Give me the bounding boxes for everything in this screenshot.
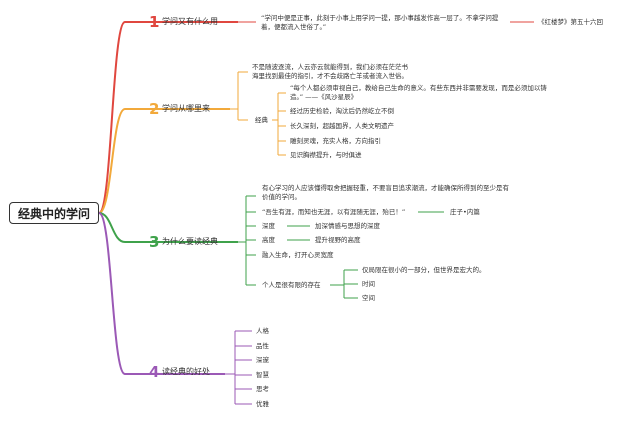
depth-label: 深度 xyxy=(262,222,275,230)
connector-branch-4 xyxy=(98,212,225,375)
benefit-item: 智慧 xyxy=(256,371,269,379)
limited-item: 空间 xyxy=(362,294,375,302)
height-detail: 提升视野的高度 xyxy=(315,236,361,244)
connector-b4-items xyxy=(225,330,252,405)
connector-branch-2 xyxy=(98,108,230,214)
branch-2-classics-label: 经典 xyxy=(255,116,268,124)
classics-item: 经过历史检验，淘汰后仍然屹立不倒 xyxy=(290,107,394,115)
branch-1-title[interactable]: 学问又有什么用 xyxy=(162,17,218,26)
classics-item-quote: “每个人都必须审视自己，教给自己生命的意义。有些东西并非需要发现，而是必须加以铸… xyxy=(290,84,547,101)
branch-4-title[interactable]: 读经典的好处 xyxy=(162,367,210,376)
branch-2-number: 2 xyxy=(149,100,160,118)
depth-detail: 加深情感与思想的深度 xyxy=(315,222,380,230)
connector-b3-limited xyxy=(330,269,358,299)
branch-4-number: 4 xyxy=(149,363,160,381)
connector-b3-fork xyxy=(238,195,256,286)
limited-label: 个人是很有限的存在 xyxy=(262,281,321,289)
branch-2-intro: 不是随波逐流，人云亦云就能得到，我们必须在茫茫书海里找到最佳的指引，才不会歧路亡… xyxy=(252,63,408,80)
classics-item: 见识胸襟提升，与时俱进 xyxy=(290,151,362,159)
zhuangzi-source: 庄子•内篇 xyxy=(450,208,480,216)
branch-3-intro: 有心学习的人应该懂得取舍把握轻重，不要盲目追求潮流，才能确保所得到的至少是有价值… xyxy=(262,184,509,201)
integrate-text: 融入生命，打开心灵宽度 xyxy=(262,251,334,259)
branch-1-source: 《红楼梦》第五十六回 xyxy=(538,18,603,26)
benefit-item: 优雅 xyxy=(256,400,269,408)
branch-1-quote: “学问中便是正事，此刻于小事上用学问一提，那小事越发作高一层了。不拿学问提着，便… xyxy=(261,14,499,31)
limited-item: 时间 xyxy=(362,280,375,288)
limited-item: 仅局限在很小的一部分，但世界是宏大的。 xyxy=(362,266,486,274)
classics-item: 长久深刻，超越国界，人类文明遗产 xyxy=(290,122,394,130)
root-node[interactable]: 经典中的学问 xyxy=(9,202,99,224)
branch-1-number: 1 xyxy=(149,13,160,31)
height-label: 高度 xyxy=(262,236,275,244)
branch-3-number: 3 xyxy=(149,233,160,251)
branch-2-title[interactable]: 学问从哪里来 xyxy=(162,104,210,113)
connector-branch-1 xyxy=(98,21,238,214)
benefit-item: 思考 xyxy=(256,385,269,393)
connector-branch-3 xyxy=(98,212,238,243)
branch-3-title[interactable]: 为什么要读经典 xyxy=(162,237,218,246)
benefit-item: 品性 xyxy=(256,342,269,350)
zhuangzi-quote: “吾生有涯，而知也无涯，以有涯随无涯，殆已！” xyxy=(262,208,406,216)
connector-b2-fork xyxy=(230,71,248,121)
connector-b2-classics xyxy=(272,92,286,156)
benefit-item: 人格 xyxy=(256,327,269,335)
benefit-item: 深邃 xyxy=(256,356,269,364)
classics-item: 雕刻灵魂，充实人格，方向指引 xyxy=(290,137,381,145)
